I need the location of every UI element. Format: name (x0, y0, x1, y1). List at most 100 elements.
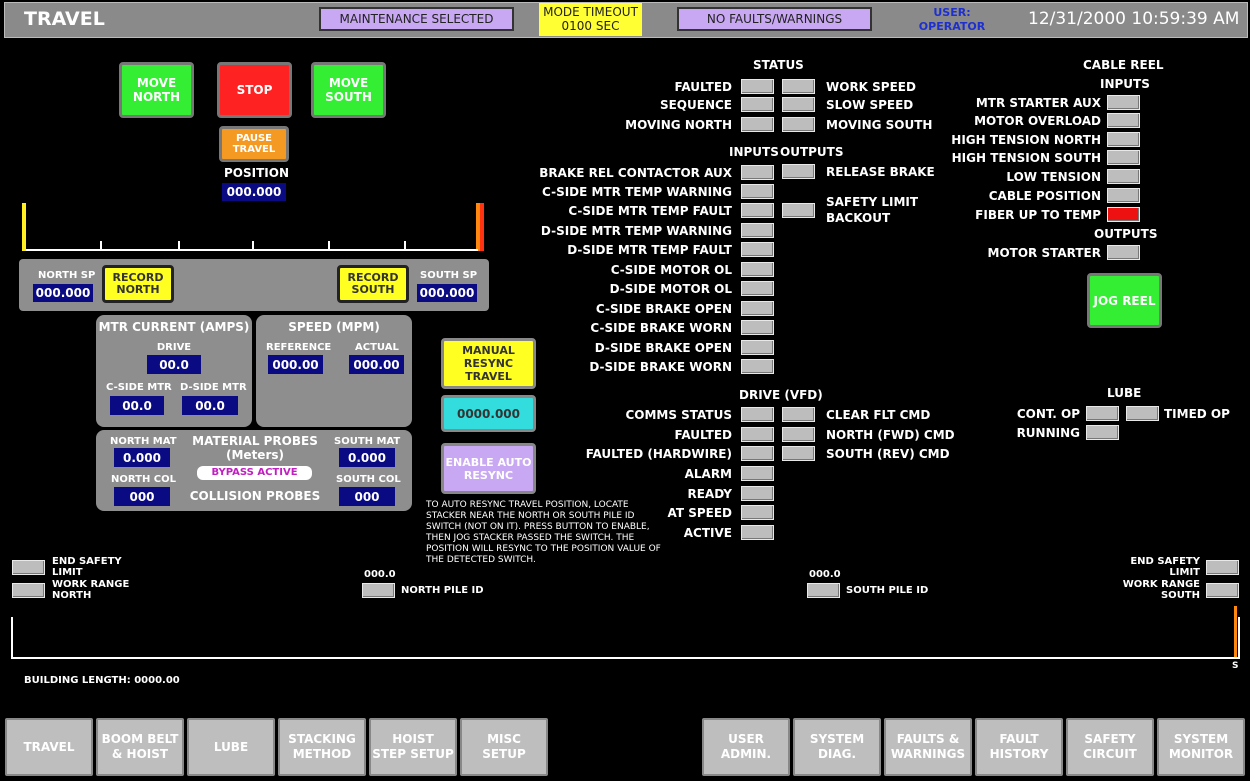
drive-label-faulted: FAULTED (674, 428, 733, 442)
input-indicator-c-side-mtr-temp-warning (741, 184, 774, 199)
track-south-end (1238, 617, 1240, 659)
reel-label-high-tension-south: HIGH TENSION SOUTH (951, 151, 1101, 165)
drive-label-comms-status: COMMS STATUS (625, 408, 732, 422)
drive-indicator-south-rev-cmd (782, 446, 815, 461)
south-pile-label: SOUTH PILE ID (846, 585, 929, 596)
drive-label-ready: READY (687, 487, 732, 501)
reel-indicator-low-tension (1107, 169, 1140, 184)
north-col-value: 000 (114, 487, 170, 506)
jog-reel-button[interactable]: JOG REEL (1087, 273, 1162, 328)
north-pile-value: 000.0 (364, 569, 396, 580)
move-south-button[interactable]: MOVE SOUTH (311, 62, 386, 118)
building-length: BUILDING LENGTH: 0000.00 (24, 675, 180, 686)
input-indicator-c-side-motor-ol (741, 262, 774, 277)
drive-label-clear-flt-cmd: CLEAR FLT CMD (826, 408, 931, 422)
reel-label-motor-overload: MOTOR OVERLOAD (974, 114, 1101, 128)
south-limit-marker-2 (480, 203, 484, 251)
motor-starter-label: MOTOR STARTER (987, 246, 1101, 260)
enable-auto-resync-button[interactable]: ENABLE AUTO RESYNC (441, 443, 536, 494)
drive-current-label: DRIVE (156, 342, 192, 353)
drive-indicator-at-speed (741, 505, 774, 520)
scale-tick (100, 241, 102, 249)
speed-title: SPEED (MPM) (288, 320, 380, 334)
drive-current-value: 00.0 (147, 355, 201, 374)
manual-resync-button[interactable]: MANUAL RESYNC TRAVEL (441, 338, 536, 389)
nav-button-faults-warnings[interactable]: FAULTS &WARNINGS (884, 718, 972, 776)
input-indicator-brake-rel-contactor-aux (741, 165, 774, 180)
d-side-current-label: D-SIDE MTR (180, 382, 247, 393)
record-south-button[interactable]: RECORD SOUTH (337, 265, 409, 303)
south-col-value: 000 (339, 487, 395, 506)
c-side-current-label: C-SIDE MTR (106, 382, 172, 393)
status-title: STATUS (753, 58, 804, 72)
reel-indicator-fiber-up-to-temp (1107, 207, 1140, 222)
track-end-marker: S (1232, 661, 1239, 671)
nav-button-lube[interactable]: LUBE (187, 718, 275, 776)
io-inputs-label: INPUTS (729, 145, 779, 159)
actual-speed-value: 000.00 (349, 355, 404, 374)
status-indicator-faulted (741, 79, 774, 94)
reel-label-fiber-up-to-temp: FIBER UP TO TEMP (975, 208, 1101, 222)
track-north-end (11, 617, 13, 659)
resync-value-input[interactable]: 0000.000 (441, 395, 536, 432)
motor-starter-indicator (1107, 245, 1140, 260)
south-pile-value: 000.0 (809, 569, 841, 580)
drive-indicator-faulted (741, 427, 774, 442)
move-north-button[interactable]: MOVE NORTH (119, 62, 194, 118)
input-indicator-d-side-brake-worn (741, 359, 774, 374)
input-label-d-side-brake-worn: D-SIDE BRAKE WORN (589, 360, 732, 374)
north-col-label: NORTH COL (111, 474, 177, 485)
input-label-c-side-mtr-temp-fault: C-SIDE MTR TEMP FAULT (568, 204, 732, 218)
nav-button-travel[interactable]: TRAVEL (5, 718, 93, 776)
cont-op-label: CONT. OP (1016, 407, 1080, 421)
reel-label-cable-position: CABLE POSITION (988, 189, 1101, 203)
bypass-active-indicator: BYPASS ACTIVE (197, 466, 312, 480)
safety-limit-label: SAFETY LIMIT (826, 195, 919, 209)
pause-travel-button[interactable]: PAUSE TRAVEL (219, 126, 289, 162)
input-label-d-side-mtr-temp-warning: D-SIDE MTR TEMP WARNING (540, 224, 732, 238)
drive-indicator-clear-flt-cmd (782, 407, 815, 422)
maintenance-status: MAINTENANCE SELECTED (319, 7, 514, 31)
reel-indicator-motor-overload (1107, 113, 1140, 128)
status-label-sequence: SEQUENCE (659, 98, 732, 112)
nav-button-boom-belt-hoist[interactable]: BOOM BELT& HOIST (96, 718, 184, 776)
input-label-c-side-motor-ol: C-SIDE MOTOR OL (610, 263, 732, 277)
status-label-work-speed: WORK SPEED (826, 80, 916, 94)
status-label-faulted: FAULTED (674, 80, 733, 94)
input-indicator-d-side-brake-open (741, 340, 774, 355)
timed-op-label: TIMED OP (1164, 407, 1230, 421)
north-mat-value: 0.000 (114, 448, 170, 467)
mode-timeout: MODE TIMEOUT 0100 SEC (539, 3, 642, 36)
timed-op-indicator (1126, 406, 1159, 421)
lube-running-label: RUNNING (1016, 426, 1080, 440)
reel-label-mtr-starter-aux: MTR STARTER AUX (975, 96, 1101, 110)
faults-status: NO FAULTS/WARNINGS (677, 7, 872, 31)
record-north-button[interactable]: RECORD NORTH (102, 265, 174, 303)
scale-tick (178, 241, 180, 249)
work-range-north-indicator (12, 583, 45, 598)
drive-label-north-fwd-cmd: NORTH (FWD) CMD (826, 428, 955, 442)
north-pile-label: NORTH PILE ID (401, 585, 484, 596)
stop-button[interactable]: STOP (217, 62, 292, 118)
drive-indicator-alarm (741, 466, 774, 481)
input-label-brake-rel-contactor-aux: BRAKE REL CONTACTOR AUX (539, 166, 732, 180)
lube-title: LUBE (1107, 386, 1142, 400)
drive-indicator-ready (741, 486, 774, 501)
track-line (11, 657, 1240, 659)
